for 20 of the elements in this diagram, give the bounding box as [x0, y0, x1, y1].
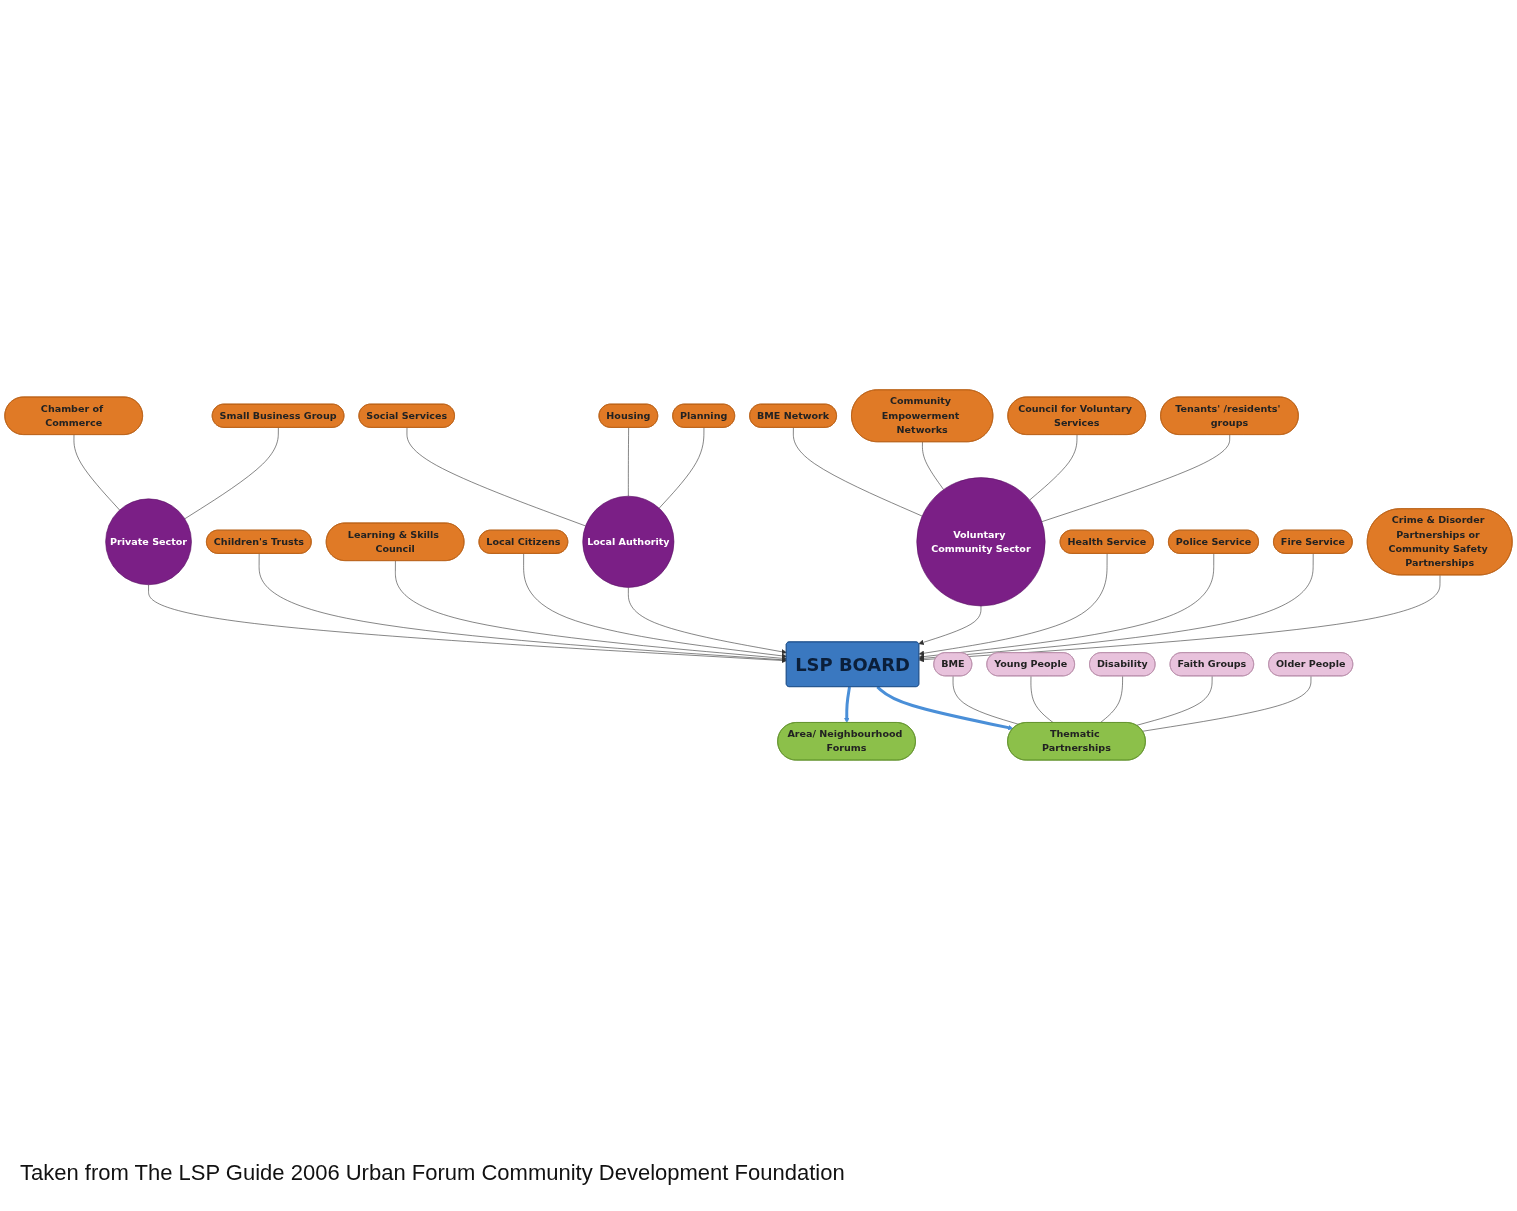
node-circle: Voluntary Community Sector	[916, 477, 1046, 607]
connector	[1041, 434, 1231, 522]
caption: Taken from The LSP Guide 2006 Urban Forum Community Development Foundation	[20, 1160, 845, 1186]
connector	[952, 675, 1020, 725]
arrow	[876, 685, 1014, 731]
connector	[1030, 675, 1054, 724]
connector	[1029, 434, 1078, 501]
arrow	[844, 686, 851, 724]
connector	[922, 441, 944, 490]
connector	[793, 427, 923, 517]
connector	[1136, 675, 1213, 726]
connector	[658, 427, 705, 509]
connector	[1142, 675, 1312, 732]
connector	[628, 427, 629, 497]
connector	[1099, 675, 1123, 724]
node-circle: Local Authority	[582, 495, 675, 588]
connector	[406, 427, 586, 527]
connector	[73, 434, 120, 511]
node-circle: Private Sector	[105, 498, 192, 586]
connector	[184, 427, 279, 520]
